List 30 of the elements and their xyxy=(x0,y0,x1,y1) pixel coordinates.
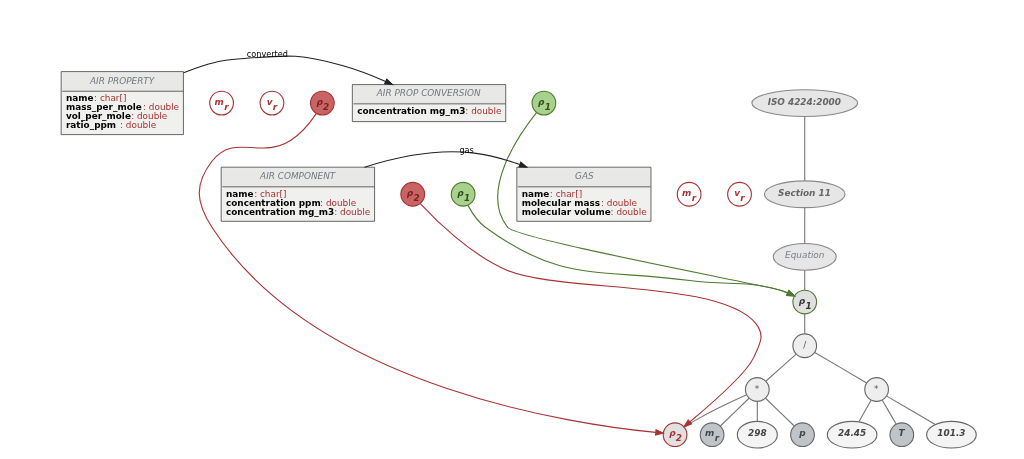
node-circle: * xyxy=(744,376,770,402)
arrow xyxy=(198,112,665,436)
connector xyxy=(683,393,747,428)
connector xyxy=(803,115,805,181)
node-ellipse: 24.45 xyxy=(826,420,878,449)
node-ellipse: Equation xyxy=(772,242,837,271)
node-circle: p xyxy=(789,421,815,447)
node-circle: / xyxy=(791,332,817,358)
edge-label: gas xyxy=(458,144,474,155)
node-ellipse: 101.3 xyxy=(925,420,977,449)
connector xyxy=(881,399,897,425)
node-ellipse: 298 xyxy=(736,420,778,449)
node-circle: T xyxy=(888,421,914,447)
node-circle: * xyxy=(863,376,889,402)
connector xyxy=(803,313,805,334)
arrow xyxy=(363,150,528,168)
edge-label: converted xyxy=(246,48,288,59)
connector xyxy=(803,206,805,244)
connector xyxy=(885,395,936,425)
connector xyxy=(858,399,872,422)
arrow xyxy=(182,54,394,85)
arrow xyxy=(419,202,762,428)
connector xyxy=(764,397,795,427)
connector xyxy=(813,351,867,383)
connector xyxy=(719,397,750,427)
connector xyxy=(765,353,797,382)
connector xyxy=(756,400,758,422)
node-ellipse: Section 11 xyxy=(763,179,846,208)
connector xyxy=(803,269,805,291)
node-ellipse: ISO 4224:2000 xyxy=(750,88,858,117)
